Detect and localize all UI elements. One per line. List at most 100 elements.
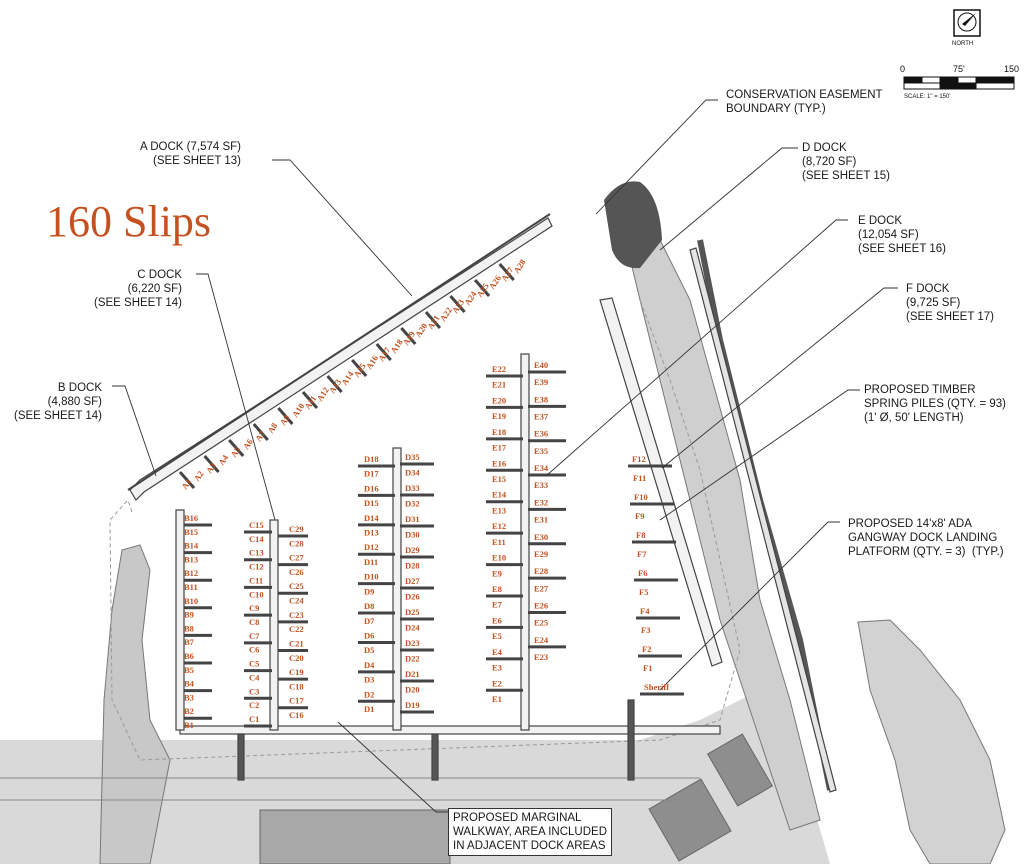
slip-label-el-19: E3 <box>492 663 502 673</box>
slip-label-er-17: E23 <box>534 652 548 662</box>
slip-label-cr-12: C17 <box>289 696 304 706</box>
slip-label-el-6: E16 <box>492 458 506 468</box>
slip-label-dr-8: D27 <box>405 576 420 586</box>
finger-pier-a-26 <box>498 263 515 281</box>
slip-label-f-12: Sheriff <box>644 682 669 692</box>
slip-label-dl-4: D14 <box>364 513 379 523</box>
slip-label-dl-0: D18 <box>364 454 379 464</box>
slip-label-er-5: E35 <box>534 446 548 456</box>
slip-label-f-4: F8 <box>636 530 645 540</box>
slip-label-el-14: E8 <box>492 584 502 594</box>
c-dock-stem <box>269 519 279 731</box>
slip-label-b-8: B8 <box>184 623 194 633</box>
gangway-2 <box>431 733 439 781</box>
east-island <box>857 619 1006 864</box>
slip-label-cl-11: C4 <box>249 672 260 682</box>
slip-label-er-7: E33 <box>534 480 548 490</box>
finger-pier-a-10 <box>301 391 319 409</box>
slip-label-f-7: F5 <box>639 587 648 597</box>
slip-label-dr-0: D35 <box>405 452 420 462</box>
slip-label-dr-2: D33 <box>405 483 420 493</box>
basin-outline <box>109 299 741 761</box>
slip-label-el-8: E14 <box>492 490 507 500</box>
slip-label-b-5: B11 <box>184 582 198 592</box>
slip-label-a-4: A5 <box>228 445 242 459</box>
gangway-callout: PROPOSED 14'x8' ADA GANGWAY DOCK LANDING… <box>848 518 1004 558</box>
slip-label-dr-13: D22 <box>405 654 420 664</box>
slip-label-dr-4: D31 <box>405 514 420 524</box>
slip-label-dr-6: D29 <box>405 545 420 555</box>
slip-count-title: 160 Slips <box>46 197 212 246</box>
slip-label-dr-1: D34 <box>405 468 420 478</box>
slip-label-el-0: E22 <box>492 364 506 374</box>
slip-label-f-6: F6 <box>638 568 647 578</box>
finger-pier-a-20 <box>424 311 442 329</box>
slip-label-dl-7: D11 <box>364 557 378 567</box>
d-dock-stem <box>392 447 402 731</box>
building-2 <box>706 733 774 807</box>
c-dock-callout: C DOCK (6,220 SF) (SEE SHEET 14) <box>94 269 182 309</box>
slip-label-er-11: E29 <box>534 549 548 559</box>
slip-label-er-15: E25 <box>534 618 548 628</box>
scale-tick-150: 150 <box>1004 64 1020 74</box>
slip-label-dl-12: D6 <box>364 630 374 640</box>
slip-label-b-6: B10 <box>184 596 198 606</box>
slip-label-el-17: E5 <box>492 631 502 641</box>
east-jetty <box>627 239 821 831</box>
slip-label-cr-11: C18 <box>289 681 304 691</box>
slip-label-cl-9: C6 <box>249 645 259 655</box>
e-dock-stem <box>520 353 530 731</box>
slip-label-dr-10: D25 <box>405 607 420 617</box>
slip-label-er-13: E27 <box>534 583 549 593</box>
slip-label-b-10: B6 <box>184 651 194 661</box>
riprap-jetty-head <box>604 181 662 269</box>
slip-label-dr-3: D32 <box>405 499 420 509</box>
slip-label-el-13: E9 <box>492 568 502 578</box>
slip-label-a-1: A2 <box>192 469 206 483</box>
slip-label-cr-4: C25 <box>289 581 304 591</box>
scale-tick-75: 75' <box>953 64 965 74</box>
finger-pier-a-0 <box>178 471 196 489</box>
finger-pier-a-12 <box>326 375 343 393</box>
slip-label-b-7: B9 <box>184 610 194 620</box>
slip-label-er-16: E24 <box>534 635 549 645</box>
upland-area <box>0 690 830 864</box>
slip-label-el-12: E10 <box>492 553 506 563</box>
scale-tick-0: 0 <box>900 64 906 74</box>
slip-label-b-15: B1 <box>184 720 194 730</box>
slip-label-cr-8: C21 <box>289 638 304 648</box>
b-dock-callout: B DOCK (4,880 SF) (SEE SHEET 14) <box>14 382 102 422</box>
slip-label-cr-6: C23 <box>289 610 304 620</box>
slip-label-el-5: E17 <box>492 443 507 453</box>
slip-label-a-5: A6 <box>241 437 255 451</box>
slip-label-el-3: E19 <box>492 411 506 421</box>
slip-label-dl-16: D2 <box>364 689 374 699</box>
finger-pier-a-6 <box>252 423 269 441</box>
slip-label-cr-0: C29 <box>289 524 304 534</box>
slip-label-cl-13: C2 <box>249 700 259 710</box>
slip-label-er-1: E39 <box>534 377 548 387</box>
slip-label-b-13: B3 <box>184 692 194 702</box>
slip-label-a-2: A3 <box>204 461 218 475</box>
slip-label-dr-7: D28 <box>405 561 420 571</box>
slip-label-b-14: B2 <box>184 706 194 716</box>
slip-label-cr-13: C16 <box>289 710 304 720</box>
slip-label-dl-10: D8 <box>364 601 374 611</box>
finger-pier-a-14 <box>351 359 368 377</box>
slip-label-b-11: B5 <box>184 665 194 675</box>
slip-label-er-9: E31 <box>534 515 548 525</box>
slip-label-dl-9: D9 <box>364 586 374 596</box>
slip-label-cl-7: C8 <box>249 617 259 627</box>
slip-label-f-8: F4 <box>640 606 650 616</box>
slip-label-b-3: B13 <box>184 554 198 564</box>
east-pier <box>689 247 837 793</box>
north-arrow-icon <box>953 9 981 37</box>
slip-label-dl-11: D7 <box>364 616 375 626</box>
slip-label-a-8: A9 <box>278 413 292 427</box>
finger-pier-a-4 <box>228 439 245 457</box>
b-dock-stem <box>175 509 185 731</box>
slip-label-dr-14: D21 <box>405 669 420 679</box>
finger-pier-a-18 <box>400 327 417 345</box>
slip-label-b-4: B12 <box>184 568 198 578</box>
